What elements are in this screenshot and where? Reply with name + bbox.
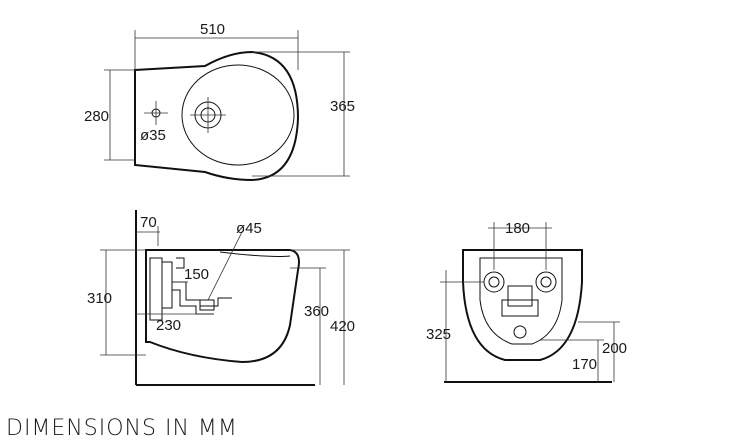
dim-waste-height: 200 <box>602 340 627 357</box>
rear-view-recess <box>479 257 563 345</box>
rear-view-fixing-right <box>535 271 557 293</box>
side-view-frame-inner <box>161 261 173 309</box>
top-view-outline <box>134 50 300 182</box>
rear-view-inlet-box <box>507 285 533 307</box>
rear-view-fixing-right-inner <box>540 276 552 288</box>
dim-bottom-height: 170 <box>572 356 597 373</box>
side-view: 70 ø45 150 310 230 360 420 <box>87 210 355 386</box>
side-view-inlet <box>176 257 185 269</box>
side-view-bowl <box>219 251 291 257</box>
rear-view-fixing-left-inner <box>488 276 500 288</box>
top-view-bowl <box>181 64 295 166</box>
top-view: 510 280 365 ø35 <box>84 21 355 182</box>
dim-depth: 280 <box>84 108 109 125</box>
dim-offset: 70 <box>140 214 157 231</box>
dim-inlet-height: 150 <box>184 266 209 283</box>
side-view-waste-trap <box>199 299 215 311</box>
dim-rim-height: 360 <box>304 303 329 320</box>
dim-waste: ø45 <box>236 220 262 237</box>
dim-body-height: 310 <box>87 290 112 307</box>
dimensions-caption: DIMENSIONS IN MM <box>6 416 238 441</box>
rear-view: 180 325 200 170 <box>426 220 627 383</box>
dim-fixing-centers: 180 <box>505 220 530 237</box>
dim-line <box>207 231 243 301</box>
rear-view-waste-hole <box>513 325 527 339</box>
dim-total-height: 420 <box>330 318 355 335</box>
side-view-body <box>145 249 300 364</box>
dim-hole: ø35 <box>140 127 166 144</box>
dim-waste-distance: 230 <box>156 317 181 334</box>
dim-width: 510 <box>200 21 225 38</box>
dim-fixing-height: 325 <box>426 326 451 343</box>
dim-length: 365 <box>330 98 355 115</box>
rear-view-inlet-base <box>501 299 539 317</box>
